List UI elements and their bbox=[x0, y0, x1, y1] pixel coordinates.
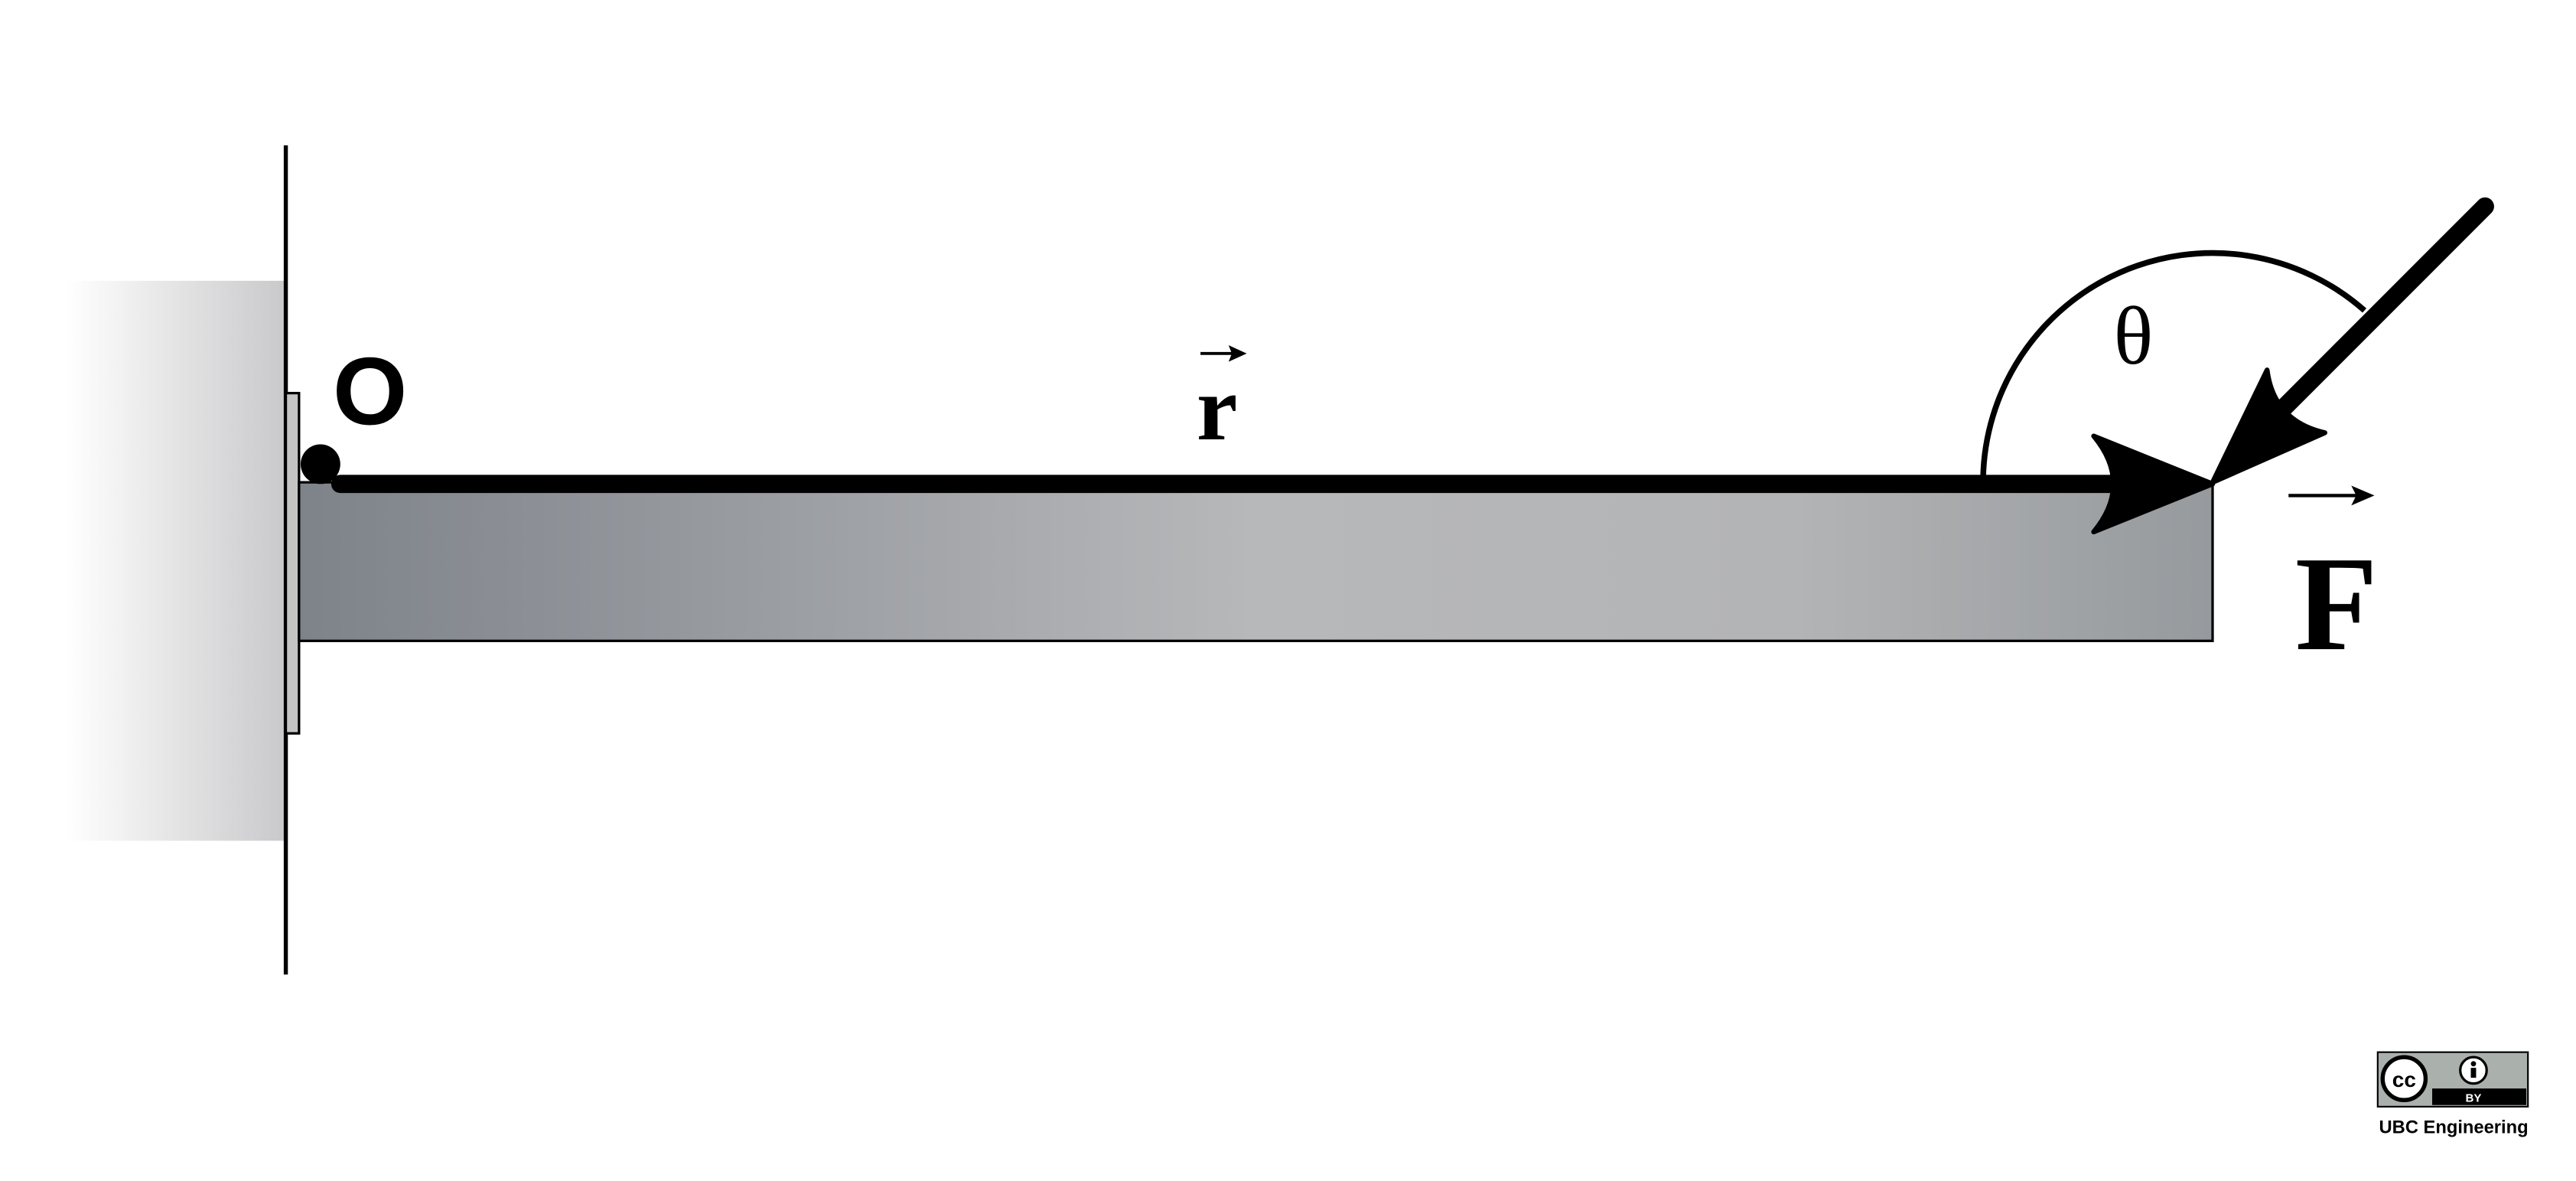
person-icon bbox=[2459, 1055, 2488, 1085]
force-vector-shaft bbox=[2269, 197, 2494, 422]
wall bbox=[66, 280, 286, 841]
force-vector-label: F bbox=[2295, 529, 2378, 679]
origin-point bbox=[300, 444, 340, 484]
svg-text:cc: cc bbox=[2392, 1068, 2416, 1091]
position-vector-overarrow bbox=[1200, 345, 1247, 362]
angle-arc bbox=[1980, 250, 2367, 479]
cc-by-license-badge: cc BY bbox=[2376, 1051, 2529, 1108]
force-vector-overarrow bbox=[2288, 485, 2375, 506]
cc-icon bbox=[2380, 1055, 2428, 1102]
license-credit-text: UBC Engineering bbox=[2379, 1117, 2529, 1137]
force-vector-arrowhead bbox=[2210, 367, 2327, 485]
angle-label: θ bbox=[2114, 291, 2154, 382]
mounting-plate bbox=[284, 391, 301, 735]
position-vector-label: r bbox=[1197, 357, 1238, 460]
position-vector-arrowhead bbox=[2091, 433, 2216, 535]
svg-text:BY: BY bbox=[2465, 1091, 2481, 1104]
origin-label: O bbox=[333, 338, 407, 445]
beam bbox=[298, 481, 2214, 642]
